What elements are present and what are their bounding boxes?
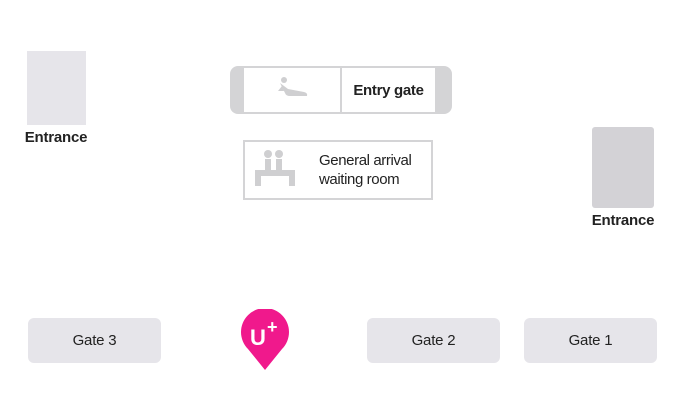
svg-text:+: + [267,317,278,337]
entrance-right-block [592,127,654,208]
entrance-left-label: Entrance [24,129,88,146]
gate-3-label: Gate 3 [72,332,117,349]
entry-gate[interactable]: Entry gate [230,66,452,114]
waiting-room-line1: General arrival [319,152,412,169]
waiting-seats-icon [253,148,297,193]
svg-text:U: U [250,325,266,350]
airplane-arrival-icon [274,75,310,106]
entrance-left-block [27,51,86,125]
map-pin-icon[interactable]: U + [240,308,290,371]
waiting-room-line2: waiting room [319,171,400,188]
general-arrival-waiting-room[interactable]: General arrival waiting room [243,140,433,200]
entrance-right-label: Entrance [591,212,655,229]
gate-3[interactable]: Gate 3 [28,318,161,363]
gate-2[interactable]: Gate 2 [367,318,500,363]
entry-gate-label: Entry gate [353,81,424,99]
gate-1-label: Gate 1 [568,332,613,349]
gate-1[interactable]: Gate 1 [524,318,657,363]
gate-2-label: Gate 2 [411,332,456,349]
